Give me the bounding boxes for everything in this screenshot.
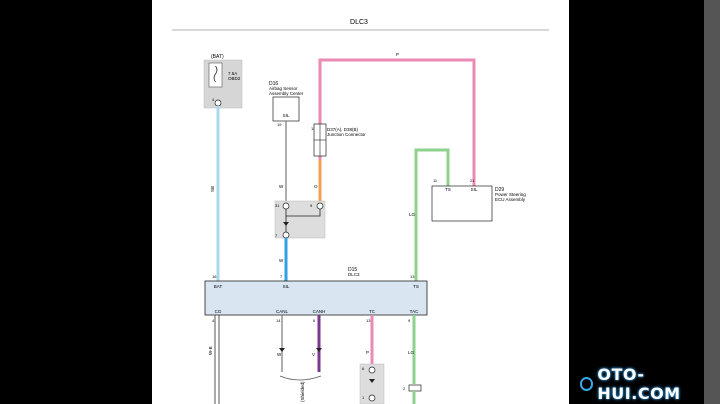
dlc-top-label-2: SIL [283,284,290,289]
airbag-pin: 19 [277,122,282,127]
canl-wire-label: W [277,352,282,357]
document-page[interactable]: DLC3 (BAT) 7.5A OBD2 4 D16 Airbag Sensor… [152,0,569,404]
dlc-bottom-label-1: CG [215,309,222,314]
orange-wire-label: O [314,184,318,189]
dlc-top-pin-1: 16 [212,274,217,279]
power-steering-ecu-box [431,185,493,222]
fuse-symbol [213,65,218,83]
junction-pin: 11 [311,126,316,131]
airbag-pin-label: SIL [283,113,290,118]
tac-wire-label: LG [408,350,415,355]
airbag-ecu-box [272,96,300,122]
shielded-note: (Shielded) [300,381,305,402]
mid-pin-1: 31 [275,203,280,208]
dlc-bottom-label-3: CANH [313,309,326,314]
wiring-diagram: DLC3 (BAT) 7.5A OBD2 4 D16 Airbag Sensor… [172,19,549,404]
pink-wire [318,58,476,186]
scrollbar-track[interactable] [704,0,720,404]
dlc-bottom-label-2: CANL [276,309,289,314]
bat-pin: 4 [212,97,215,102]
bat-label: (BAT) [211,54,224,60]
pink-wire-label: P [396,52,399,57]
dlc-bottom-pin-4: 13 [366,318,371,323]
airbag-name-1: Airbag Sensor [269,86,298,91]
tc-pin-2: 1 [362,395,365,400]
watermark: OTO-HUI.COM [580,365,720,403]
watermark-logo-icon [580,377,594,391]
junction-code: D37(A), D38(B) [327,127,359,132]
mid-connector-b [316,202,324,210]
fuse-name: OBD2 [228,76,241,81]
ps-sil-pin: 21 [470,178,475,183]
dlc-bottom-pin-5: 9 [408,318,411,323]
dlc-bottom-label-5: TAC [410,309,419,314]
dlc3-box [204,280,428,316]
mid-pin-3: 7 [275,233,278,238]
watermark-text: OTO-HUI.COM [597,365,681,403]
tc-connector-a [368,366,376,374]
mid-splice [285,209,321,217]
canl-arrow [279,348,285,352]
dlc-name: DLC3 [348,272,360,277]
mid-connector-c [282,231,290,239]
dlc-bottom-pin-1: 4 [212,318,215,323]
ps-sil-label: SIL [471,187,478,192]
dlc-bottom-label-4: TC [369,309,376,314]
dlc-bottom-pin-2: 14 [276,318,281,323]
mid-arrow [283,222,289,226]
tc-arrow [369,379,375,383]
fuse-box [208,62,223,88]
shield-bracket [279,375,322,381]
ps-name-2: ECU Assembly [495,197,526,202]
cg-wire-label: W-B [208,346,213,355]
dlc-top-label-3: TS [413,284,419,289]
canh-wire-label: V [312,352,315,357]
ps-code: D29 [495,187,504,193]
ps-ts-pin: 11 [433,178,438,183]
bat-connector [214,99,222,107]
airbag-code: D16 [269,81,278,87]
bat-wire-label: SB [210,186,215,192]
dlc-code: D15 [348,267,357,273]
dlc-bottom-pin-3: 6 [313,318,316,323]
fuse-rating: 7.5A [228,71,237,76]
tc-connector-b [368,394,376,402]
mid-connector-a [282,202,290,210]
green-wire [414,148,450,281]
junction-name: Junction Connector [327,132,366,137]
sil-blue-wire-label: W [279,258,284,263]
ps-ts-label: TS [445,187,451,192]
dlc-top-label-1: BAT [214,284,223,289]
tc-wire-label: P [366,350,369,355]
sil-upper-wire-label: W [279,184,284,189]
ps-name-1: Power Steering [495,192,526,197]
dlc-top-pin-3: 13 [410,274,415,279]
green-wire-label: LG [409,212,416,217]
airbag-name-2: Assembly Center [269,91,304,96]
tac-pin: 2 [403,386,406,391]
mid-pin-2: 9 [310,203,313,208]
canh-arrow [316,348,322,352]
diagram-title: DLC3 [350,19,368,26]
tc-pin-1: 6 [362,366,365,371]
tac-connector [408,384,422,392]
dlc-top-pin-2: 7 [280,274,283,279]
